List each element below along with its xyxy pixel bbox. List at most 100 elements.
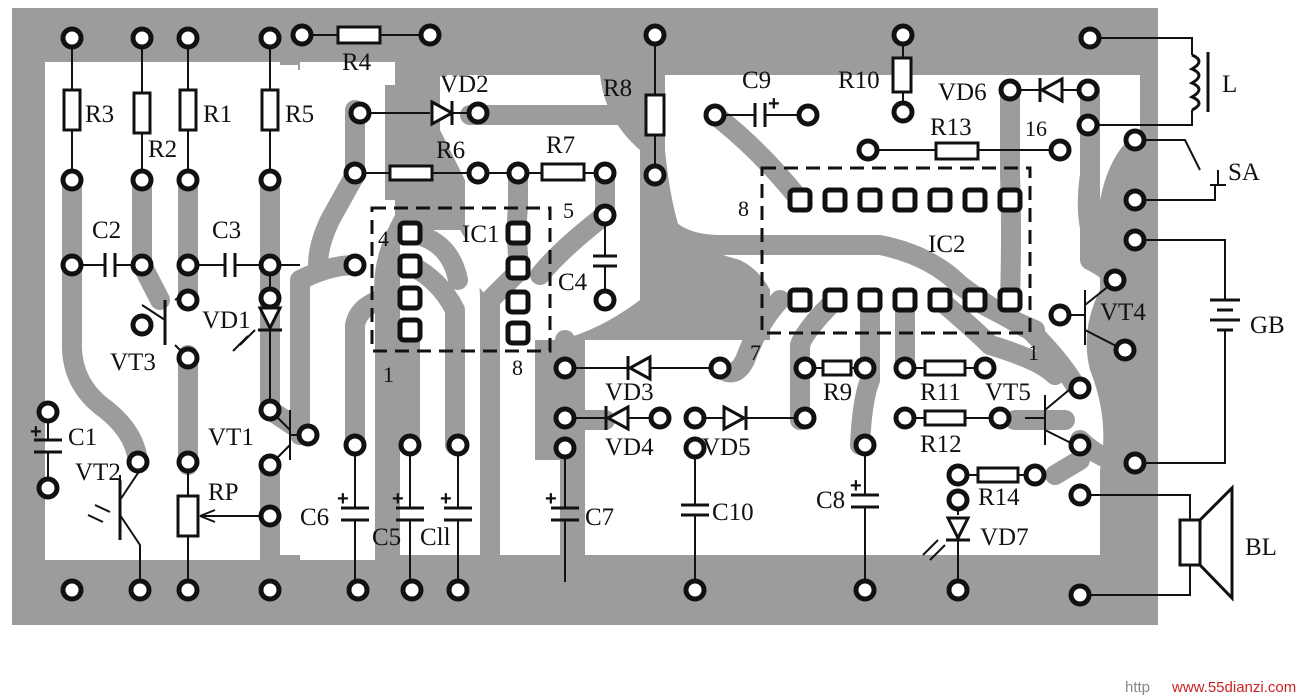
r2-body — [132, 91, 152, 135]
label-r3: R3 — [85, 101, 114, 128]
light-arrows — [87, 329, 946, 561]
component-labels: R3 R2 R1 R5 R4 VD2 R8 C9 R10 VD6 R13 R6 … — [68, 49, 1285, 561]
ic1-pin-4: 4 — [378, 226, 389, 251]
label-r4: R4 — [342, 49, 372, 76]
label-c10: C10 — [712, 499, 754, 526]
c7-plates — [551, 506, 579, 522]
watermark-site: www.55dianzi.com — [1171, 679, 1296, 696]
ic1-pads[interactable] — [397, 220, 531, 346]
label-c9: C9 — [742, 67, 771, 94]
ic-outlines — [370, 166, 1032, 353]
r5-body — [260, 88, 280, 132]
label-sa: SA — [1228, 159, 1260, 186]
label-r10: R10 — [838, 67, 880, 94]
r9-body — [821, 359, 853, 377]
ic1-pin-5: 5 — [563, 198, 574, 223]
inductor-l-symbol — [1188, 53, 1201, 112]
rp-body — [176, 494, 200, 538]
vd3-symbol — [626, 354, 652, 382]
c1-plus: + — [30, 421, 42, 443]
c8-plates — [851, 493, 879, 509]
label-vd6: VD6 — [938, 79, 987, 106]
transistor-bases — [118, 300, 167, 540]
ic2-pin-1: 1 — [1028, 340, 1039, 365]
label-l: L — [1222, 71, 1237, 98]
vd4-symbol — [604, 404, 630, 432]
label-r1: R1 — [203, 101, 232, 128]
ic2-pads[interactable] — [787, 187, 1023, 313]
label-ic1: IC1 — [462, 221, 500, 248]
r13-body — [934, 141, 980, 161]
label-r7: R7 — [546, 132, 575, 159]
label-vd1: VD1 — [202, 307, 251, 334]
label-rp: RP — [208, 479, 239, 506]
battery-gb-symbol — [1210, 298, 1240, 332]
label-r2: R2 — [148, 136, 177, 163]
label-gb: GB — [1250, 312, 1285, 339]
ic2-outline — [760, 166, 1032, 335]
label-r14: R14 — [978, 484, 1020, 511]
c1-plates — [34, 438, 62, 454]
label-c4: C4 — [558, 269, 588, 296]
c11-plates — [444, 506, 472, 522]
label-c2: C2 — [92, 217, 121, 244]
speaker-bl-symbol — [1178, 484, 1234, 602]
c8-plus: + — [850, 475, 862, 497]
solder-pads[interactable] — [36, 23, 1147, 607]
c2-plates — [103, 253, 117, 277]
external-wiring — [1088, 37, 1226, 596]
c7-plus: + — [545, 488, 557, 510]
label-r12: R12 — [920, 431, 962, 458]
r10-body — [891, 56, 913, 94]
r12-body — [923, 409, 967, 427]
c3-plates — [223, 253, 237, 277]
label-c5: C5 — [372, 524, 401, 551]
ic2-pin-16: 16 — [1025, 116, 1047, 141]
r6-body — [388, 164, 434, 182]
capacitor-plates — [34, 103, 879, 522]
r3-body — [62, 88, 82, 132]
ic2-pin-7: 7 — [750, 340, 761, 365]
label-vt3: VT3 — [110, 349, 156, 376]
ic-pin-labels: 4 5 1 8 8 16 7 1 — [378, 116, 1047, 387]
label-r8: R8 — [603, 75, 632, 102]
r7-body — [540, 162, 586, 182]
ic2-pin-8: 8 — [738, 196, 749, 221]
c11-plus: + — [440, 488, 452, 510]
label-r5: R5 — [285, 101, 314, 128]
label-vt1: VT1 — [208, 424, 254, 451]
r14-body — [976, 466, 1020, 484]
r8-body — [644, 93, 666, 137]
watermark: http www.55dianzi.com — [1125, 679, 1296, 696]
vd2-symbol — [430, 99, 456, 127]
label-c7: C7 — [585, 504, 614, 531]
ic1-pin-1: 1 — [383, 362, 394, 387]
label-vt2: VT2 — [75, 459, 121, 486]
diodes — [257, 76, 1064, 542]
polarity-marks: + + + + + + + — [30, 93, 862, 510]
label-c1: C1 — [68, 424, 97, 451]
label-vd5: VD5 — [702, 434, 751, 461]
label-c8: C8 — [816, 487, 845, 514]
label-r6: R6 — [436, 137, 465, 164]
c9-plates — [753, 103, 767, 127]
ic1-pin-8: 8 — [512, 355, 523, 380]
c5-plus: + — [392, 488, 404, 510]
r11-body — [923, 359, 967, 377]
label-r9: R9 — [823, 379, 852, 406]
ic1-outline — [370, 206, 552, 353]
label-vd7: VD7 — [980, 524, 1029, 551]
r4-body — [336, 25, 382, 45]
label-r11: R11 — [920, 379, 961, 406]
c9-plus: + — [768, 93, 780, 115]
vd5-symbol — [722, 404, 748, 432]
c10-plates — [681, 503, 709, 517]
label-vd2: VD2 — [440, 71, 489, 98]
r1-body — [178, 88, 198, 132]
label-c6: C6 — [300, 504, 329, 531]
label-vt5: VT5 — [985, 379, 1031, 406]
vd7-symbol — [945, 516, 971, 542]
watermark-prefix: http — [1125, 679, 1150, 696]
label-r13: R13 — [930, 114, 972, 141]
